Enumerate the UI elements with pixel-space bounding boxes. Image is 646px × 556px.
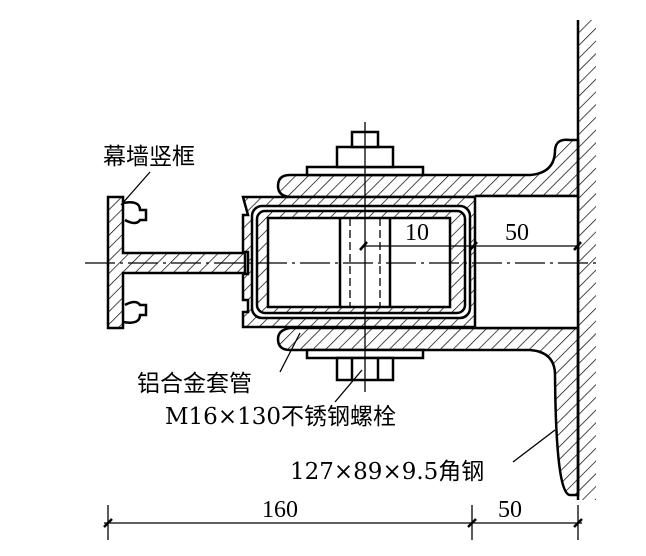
aluminium-sleeve	[241, 195, 477, 329]
inner-dimension: 10 50	[359, 220, 582, 251]
dim-160: 160	[262, 497, 298, 523]
label-sleeve: 铝合金套管	[137, 371, 252, 397]
angle-steel	[276, 138, 580, 497]
dim-50-bottom: 50	[498, 497, 522, 523]
label-mullion: 幕墙竖框	[103, 144, 195, 170]
label-angle-steel: 127×89×9.5角钢	[290, 459, 484, 485]
bottom-dimension: 160 50	[103, 497, 583, 540]
dim-50-inner: 50	[505, 220, 529, 246]
wall	[576, 20, 596, 500]
dim-10: 10	[405, 220, 429, 246]
label-bolt: M16×130不锈钢螺栓	[165, 404, 396, 430]
